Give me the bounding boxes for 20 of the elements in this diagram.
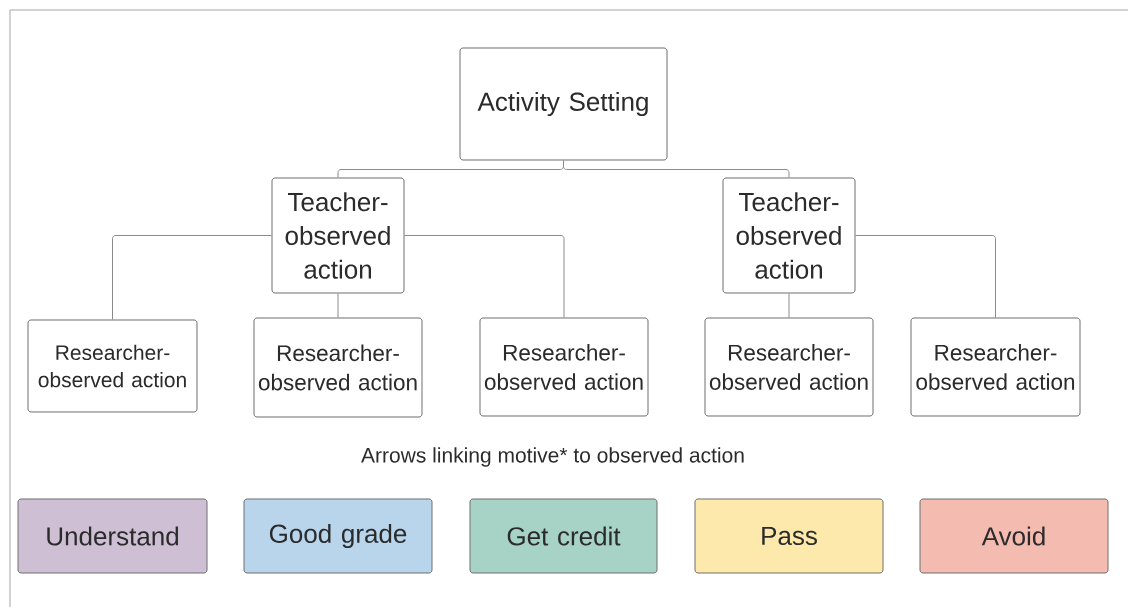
teacher-action-box: Teacher-observed action: [722, 177, 856, 294]
teacher-action-box: Teacher-observed action: [271, 177, 405, 294]
researcher-action-box: Researcher-observed action: [27, 319, 198, 413]
researcher-action-box: Researcher-observed action: [479, 317, 649, 417]
connector-line: [404, 235, 565, 318]
motive-box: Pass: [694, 498, 884, 574]
connector-line: [855, 235, 996, 318]
setting-box: Activity Setting: [459, 47, 668, 161]
researcher-action-box: Researcher-observed action: [253, 317, 423, 418]
motive-box: Good grade: [243, 498, 433, 574]
connector-line: [563, 160, 790, 178]
connector-line: [112, 235, 272, 320]
motive-box: Get credit: [469, 498, 658, 574]
caption-text: Arrows linking motive* to observed action: [361, 447, 744, 467]
researcher-action-box: Researcher-observed action: [910, 317, 1081, 417]
connector-line: [337, 293, 339, 318]
motive-box: Understand: [17, 498, 208, 574]
motive-box: Avoid: [919, 498, 1109, 574]
connector-line: [788, 293, 790, 318]
researcher-action-box: Researcher-observed action: [704, 317, 874, 417]
